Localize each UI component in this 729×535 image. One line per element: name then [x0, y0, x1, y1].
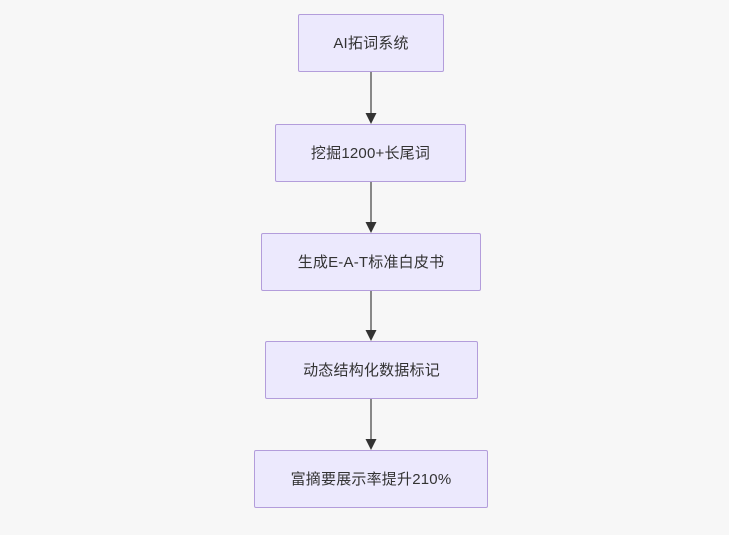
- flow-node-label: 动态结构化数据标记: [303, 361, 440, 379]
- flow-node-ai-keyword-system[interactable]: AI拓词系统: [298, 14, 444, 72]
- edge-node3-to-node4: [365, 399, 377, 450]
- flow-node-dynamic-structured-data-markup[interactable]: 动态结构化数据标记: [265, 341, 478, 399]
- flow-node-generate-eat-whitepaper[interactable]: 生成E-A-T标准白皮书: [261, 233, 481, 291]
- edge-node1-to-node2: [365, 182, 377, 233]
- flow-node-label: 挖掘1200+长尾词: [310, 144, 431, 162]
- edge-node2-to-node3: [365, 291, 377, 341]
- flow-node-rich-snippet-rate-increase[interactable]: 富摘要展示率提升210%: [254, 450, 488, 508]
- flow-node-label: AI拓词系统: [333, 34, 409, 52]
- edge-node0-to-node1: [365, 72, 377, 124]
- flow-node-label: 富摘要展示率提升210%: [290, 470, 452, 488]
- flow-node-label: 生成E-A-T标准白皮书: [297, 253, 445, 271]
- flow-node-mine-longtail-keywords[interactable]: 挖掘1200+长尾词: [275, 124, 466, 182]
